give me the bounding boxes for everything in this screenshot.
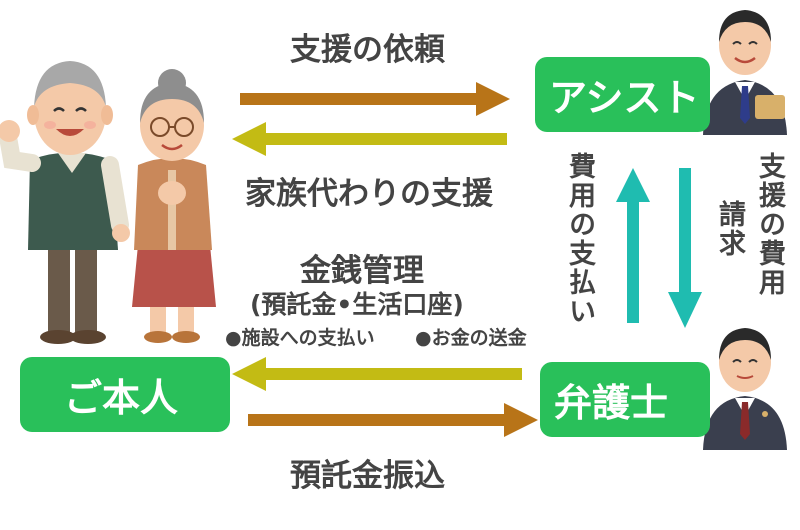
elderly-man-figure (0, 61, 130, 344)
node-lawyer: 弁護士 (540, 362, 710, 437)
support-request-arrow (240, 82, 510, 116)
elderly-woman-figure (132, 69, 216, 343)
deposit-transfer-label: 預託金振込 (290, 458, 445, 494)
support-fee-label: 支援の費用 (754, 152, 785, 297)
money-management-arrow (232, 357, 522, 391)
node-principal-label: ご本人 (64, 376, 179, 420)
node-lawyer-label: 弁護士 (554, 381, 669, 425)
facility-payment-label: ●施設への支払い (225, 327, 375, 349)
node-principal: ご本人 (20, 357, 230, 432)
businessman-illustration (703, 10, 787, 135)
fee-payment-arrow (616, 168, 650, 323)
family-support-arrow (232, 122, 507, 156)
lawyer-illustration (703, 328, 787, 450)
money-management-sub-label: (預託金•生活口座) (250, 290, 464, 319)
support-request-label: 支援の依頼 (290, 32, 445, 68)
billing-label: 請求 (714, 200, 745, 258)
billing-arrow (668, 168, 702, 328)
elderly-couple-illustration (0, 61, 216, 344)
fee-payment-label: 費用の支払い (564, 152, 595, 326)
family-support-label: 家族代わりの支援 (245, 176, 493, 212)
money-transfer-label: ●お金の送金 (415, 327, 527, 349)
node-assist-label: アシスト (549, 76, 700, 120)
node-assist: アシスト (535, 57, 710, 132)
deposit-transfer-arrow (248, 403, 538, 437)
money-management-label: 金銭管理 (300, 253, 424, 289)
